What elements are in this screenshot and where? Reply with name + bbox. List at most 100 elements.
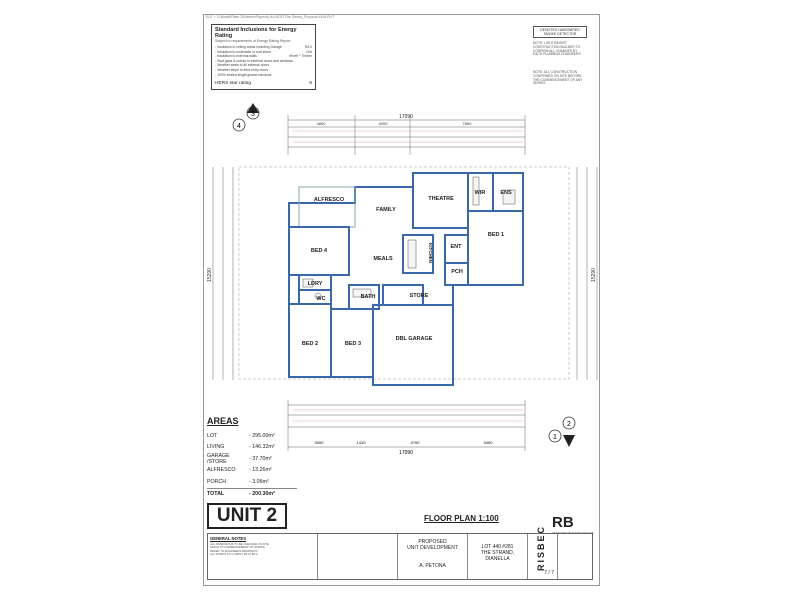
- area-total-label: TOTAL: [207, 491, 225, 498]
- energy-subtitle: Subject to requirements of Energy Rating…: [215, 39, 291, 43]
- room-family: FAMILY: [376, 207, 396, 213]
- sheet-number: 7 / 7: [544, 570, 554, 576]
- dim-top-c: 7860: [463, 121, 473, 126]
- rb-logo: RB: [552, 514, 574, 531]
- title-block: GENERAL NOTES ALL DIMENSIONS TO BE CHECK…: [207, 533, 593, 580]
- room-meals: MEALS: [373, 256, 393, 262]
- floor-plan-drawing: 17090 4800 4000 7860 3 4 15290 15290: [207, 103, 598, 456]
- area-value: - 295.00m²: [249, 432, 275, 439]
- project-cell: PROPOSED UNIT DEVELOPMENT A. PETONA: [398, 534, 468, 579]
- areas-heading: AREAS: [207, 416, 239, 426]
- room-bed4: BED 4: [311, 248, 328, 254]
- dim-bottom-a: 3000: [315, 440, 325, 445]
- area-label: LOT: [207, 432, 218, 439]
- client-name: A. PETONA: [419, 563, 446, 569]
- area-row: ALFRESCO - 13.26m²: [207, 465, 297, 477]
- energy-item: - Insulation to underside of roof sheet N…: [215, 50, 312, 55]
- area-label: PORCH: [207, 478, 227, 485]
- hers-value: 6: [309, 81, 312, 86]
- general-note: ALL WORKS TO COMPLY WITH BCA: [210, 552, 258, 557]
- energy-item: - Insulation to external walls rfl/refl +…: [215, 54, 312, 59]
- section-marker-bottom: 2 1: [548, 416, 576, 447]
- marker-4: 4: [237, 123, 241, 130]
- energy-item-label: - Insulation to underside of roof sheet: [215, 49, 271, 54]
- energy-item-value: N/A: [306, 49, 312, 54]
- smoke-detector-legend: DENOTES HARDWIRED SMOKE DETECTOR: [533, 26, 587, 38]
- room-pch: PCH: [451, 269, 463, 275]
- area-value: - 37.70m²: [249, 455, 272, 462]
- hers-rating: HERS star rating 6: [215, 81, 312, 86]
- energy-item-value: rfl/refl + Timber: [289, 54, 312, 59]
- symbols-cell: [318, 534, 398, 579]
- room-bed1: BED 1: [488, 232, 504, 238]
- room-alfresco: ALFRESCO: [314, 197, 345, 203]
- project-line2: UNIT DEVELOPMENT: [407, 545, 458, 551]
- note-construction: NOTE: ALL CONSTRUCTION CONFIRMED ON SITE…: [533, 70, 583, 86]
- general-note: PRIOR TO COMMENCEMENT OF WORKS: [210, 545, 265, 550]
- room-labels: ALFRESCO FAMILY THEATRE WIR ENS BED 4 ME…: [302, 190, 512, 347]
- unit-label: UNIT 2: [207, 503, 287, 529]
- lot-line3: DIANELLA: [485, 556, 510, 562]
- dim-left-overall: 15290: [207, 268, 213, 282]
- area-total-row: TOTAL - 200.30m²: [207, 487, 297, 501]
- dim-top-a: 4800: [317, 121, 327, 126]
- energy-item-label: - Insulation to external walls: [215, 54, 257, 59]
- energy-item-label: - Weather seals to all external doors: [215, 63, 270, 68]
- dim-top-b: 4000: [379, 121, 389, 126]
- energy-item-value: R4.0: [304, 45, 312, 49]
- room-bed3: BED 3: [345, 341, 361, 347]
- energy-item-label: - Seal gaps & cracks to external doors a…: [215, 58, 293, 63]
- sheet-cell: 7 / 7: [528, 534, 558, 579]
- room-ens: ENS: [500, 190, 512, 196]
- area-label: LIVING: [207, 444, 225, 451]
- dim-bottom-overall: 17090: [399, 450, 413, 456]
- marker-1: 1: [553, 434, 557, 441]
- area-row: GARAGE /STORE - 37.70m²: [207, 453, 297, 465]
- floor-plan-scale: FLOOR PLAN 1:100: [424, 514, 499, 523]
- note-lightweight: NOTE: LIGHTWEIGHT CONSTRUCTION BUILDER T…: [533, 41, 581, 57]
- energy-rating-box: Standard Inclusions for Energy Rating Su…: [211, 24, 316, 90]
- energy-item: - Seal gaps & cracks to external doors a…: [215, 59, 312, 64]
- area-row: LIVING- 146.32m²: [207, 442, 297, 454]
- area-total-value: - 200.30m²: [249, 491, 275, 498]
- dim-top-overall: 17090: [399, 114, 413, 120]
- room-wir: WIR: [475, 190, 486, 196]
- area-label: GARAGE /STORE: [207, 452, 230, 465]
- rb-subtitle: DESIGNING BUILDING SPACES: [552, 531, 594, 535]
- project-line1: PROPOSED: [418, 539, 447, 545]
- section-marker-top: 3 4: [232, 103, 260, 132]
- room-dbl-garage: DBL GARAGE: [396, 336, 433, 342]
- room-store: STORE: [410, 293, 429, 299]
- lot-boundary: [238, 166, 570, 380]
- area-row: LOT - 295.00m²: [207, 430, 297, 442]
- energy-item: - Weather seals to all external doors: [215, 63, 312, 68]
- lot-line1: LOT 440 #281: [481, 544, 514, 550]
- marker-3: 3: [251, 111, 255, 118]
- dim-bottom-c: 4700: [411, 440, 421, 445]
- lot-line2: THE STRAND,: [480, 550, 515, 556]
- energy-item: - Weather strips to third entry doors: [215, 68, 312, 73]
- hers-label: HERS star rating: [215, 81, 251, 86]
- dim-bottom-b: 1410: [357, 440, 367, 445]
- energy-title: Standard Inclusions for Energy Rating: [215, 27, 297, 39]
- dim-bottom-d: 3400: [484, 440, 494, 445]
- room-wc: WC: [316, 296, 325, 302]
- energy-item-label: - 100% sealed single glazed windows: [215, 72, 272, 77]
- room-bed2: BED 2: [302, 341, 318, 347]
- room-kitchen: KITCHEN: [428, 243, 433, 263]
- room-bath: BATH: [361, 294, 376, 300]
- walls: [288, 172, 524, 386]
- room-theatre: THEATRE: [428, 196, 454, 202]
- general-notes-cell: GENERAL NOTES ALL DIMENSIONS TO BE CHECK…: [208, 534, 318, 579]
- area-value: - 3.06m²: [249, 478, 269, 485]
- room-ldry: LDRY: [308, 281, 323, 287]
- room-ent: ENT: [451, 244, 463, 250]
- lot-cell: LOT 440 #281 THE STRAND, DIANELLA: [468, 534, 528, 579]
- top-dimension-lines: [287, 115, 526, 155]
- area-row: PORCH - 3.06m²: [207, 476, 297, 488]
- area-label: ALFRESCO: [207, 467, 236, 474]
- risbec-logo: RISBEC: [536, 525, 546, 572]
- pink-dimension-lines: [293, 130, 523, 422]
- area-value: - 13.26m²: [249, 467, 272, 474]
